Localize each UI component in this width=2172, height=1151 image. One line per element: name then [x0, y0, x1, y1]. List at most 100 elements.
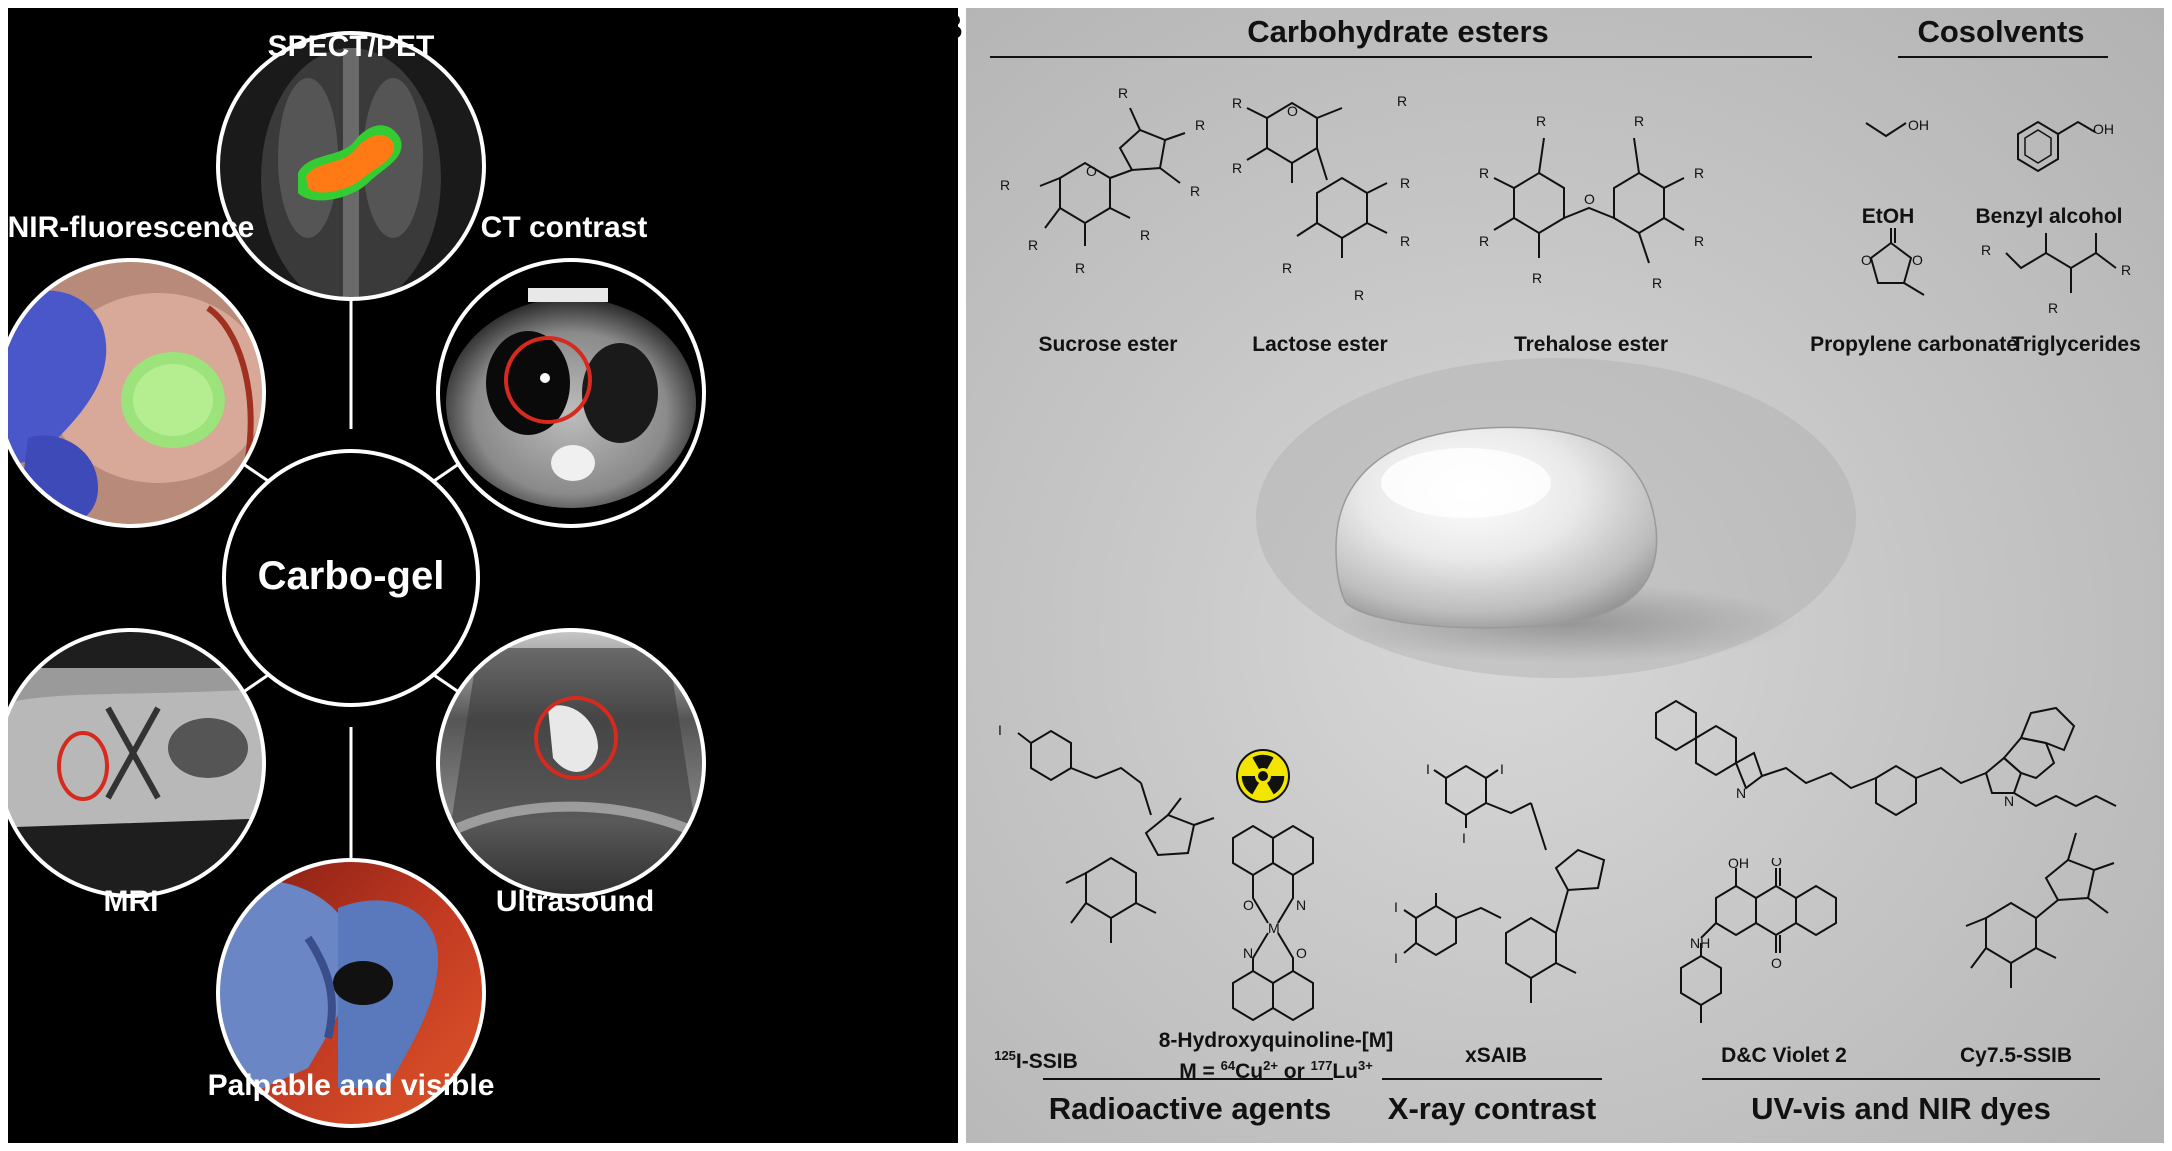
- oh-label: OH: [1908, 117, 1929, 133]
- structure-propylene-carbonate: O O: [1861, 228, 1925, 296]
- hq-name-line: 8-Hydroxyquinoline-[M]: [1158, 1029, 1394, 1052]
- i-label: I: [1394, 950, 1398, 966]
- n-label: N: [1243, 945, 1253, 961]
- ct-contrast-image: [438, 260, 704, 526]
- structure-etoh: OH: [1865, 117, 1929, 138]
- name-8-hydroxyquinoline: 8-Hydroxyquinoline-[M] M = 64Cu2+ or 177…: [1159, 1028, 1394, 1084]
- r-label: R: [1195, 117, 1205, 133]
- label-palpable-visible: Palpable and visible: [207, 1069, 495, 1102]
- mri-ring: [8, 628, 266, 898]
- r-label: R: [1118, 85, 1128, 101]
- structure-triglycerides: R R R: [1981, 233, 2131, 316]
- o-label: O: [1243, 897, 1254, 913]
- ultrasound-ring: [436, 628, 706, 898]
- o-label: O: [1771, 858, 1782, 869]
- panel-b-formulation-components: Carbohydrate esters Cosolvents Radioacti…: [966, 8, 2164, 1143]
- r-label: R: [1634, 113, 1644, 129]
- radiation-icon: [1236, 749, 1290, 803]
- r-label: R: [1397, 93, 1407, 109]
- palpable-visible-ring: [216, 858, 486, 1128]
- i-label: I: [1462, 830, 1466, 846]
- name-triglycerides: Triglycerides: [2011, 333, 2141, 356]
- r-label: R: [1282, 260, 1292, 276]
- o-label: O: [1861, 252, 1872, 268]
- isotope-mass-125: 125: [994, 1048, 1016, 1063]
- nir-fluorescence-ring: [8, 258, 266, 528]
- droplet-highlight: [1381, 448, 1551, 518]
- palpable-visible-image: [218, 860, 484, 1126]
- r-label: R: [1400, 175, 1410, 191]
- r-label: R: [1479, 165, 1489, 181]
- ssib-label: I-SSIB: [1015, 1050, 1078, 1073]
- ct-contrast-ring: [436, 258, 706, 528]
- o-label: O: [1287, 103, 1298, 119]
- lu-charge: 3+: [1357, 1058, 1373, 1073]
- panel-a-imaging-modalities: SPECT/PET NIR-fluorescence CT contrast M…: [8, 8, 958, 1143]
- title-xray-contrast: X-ray contrast: [1387, 1091, 1597, 1126]
- r-label: R: [1028, 237, 1038, 253]
- structure-lactose-ester: R R R R R R R O: [1232, 93, 1410, 303]
- rule-cosolvents: [1898, 56, 2108, 58]
- r-label: R: [1694, 165, 1704, 181]
- r-label: R: [1000, 177, 1010, 193]
- nir-fluorescence-image: [8, 260, 264, 526]
- r-label: R: [2048, 300, 2058, 316]
- r-label: R: [2121, 262, 2131, 278]
- structure-sucrose-ester: R R R R R R R O: [1000, 85, 1205, 276]
- rule-xray-contrast: [1382, 1078, 1602, 1080]
- label-ultrasound: Ultrasound: [495, 885, 655, 918]
- name-sucrose-ester: Sucrose ester: [1038, 333, 1178, 356]
- structure-dc-violet-2: OH O O NH: [1680, 858, 1837, 1023]
- r-label: R: [1981, 242, 1991, 258]
- name-trehalose-ester: Trehalose ester: [1513, 333, 1669, 356]
- rule-carbohydrate-esters: [990, 56, 1812, 58]
- n-label: N: [2004, 793, 2014, 809]
- hq-metal-line: M = 64Cu2+ or 177Lu3+: [1159, 1053, 1394, 1084]
- cu-charge: 2+: [1263, 1058, 1278, 1073]
- hq-m-eq: M =: [1179, 1060, 1221, 1083]
- r-label: R: [1140, 227, 1150, 243]
- structure-cy75-dye: N N: [1655, 699, 2117, 817]
- structure-benzyl-alcohol: OH: [2017, 120, 2114, 173]
- i-label: I: [1426, 761, 1430, 777]
- name-benzyl-alcohol: Benzyl alcohol: [1975, 205, 2123, 228]
- name-propylene-carbonate: Propylene carbonate: [1810, 333, 2018, 356]
- o-label: O: [1912, 252, 1923, 268]
- i-label: I: [1394, 899, 1398, 915]
- i-label: I: [1500, 761, 1504, 777]
- cu-mass: 64: [1220, 1058, 1236, 1073]
- name-125i-ssib: 125I-SSIB: [994, 1043, 1078, 1074]
- r-label: R: [1232, 95, 1242, 111]
- name-etoh: EtOH: [1861, 205, 1915, 228]
- name-cy75-ssib: Cy7.5-SSIB: [1959, 1044, 2073, 1067]
- spect-pet-image: [218, 33, 484, 299]
- mri-image: [8, 630, 264, 896]
- label-spect-pet: SPECT/PET: [267, 30, 435, 63]
- r-label: R: [1075, 260, 1085, 276]
- panel-a-figure: [8, 31, 706, 1128]
- r-label: R: [1694, 233, 1704, 249]
- o-label: O: [1086, 163, 1097, 179]
- name-lactose-ester: Lactose ester: [1252, 333, 1388, 356]
- lu-symbol: Lu: [1332, 1060, 1358, 1083]
- name-dc-violet-2: D&C Violet 2: [1721, 1044, 1847, 1067]
- r-label: R: [1354, 287, 1364, 303]
- title-cosolvents: Cosolvents: [1917, 14, 2085, 49]
- r-label: R: [1652, 275, 1662, 291]
- carbo-gel-hub: [222, 449, 480, 707]
- r-label: R: [1479, 233, 1489, 249]
- r-label: R: [1190, 183, 1200, 199]
- oh-label: OH: [2093, 121, 2114, 137]
- r-label: R: [1400, 233, 1410, 249]
- nh-label: NH: [1690, 935, 1710, 951]
- label-mri: MRI: [103, 885, 159, 918]
- r-label: R: [1532, 270, 1542, 286]
- title-carbohydrate-esters: Carbohydrate esters: [1247, 14, 1549, 49]
- oh-label: OH: [1728, 858, 1749, 871]
- structure-trehalose-ester: R R R R R R R R O: [1479, 113, 1704, 291]
- title-uv-vis-nir-dyes: UV-vis and NIR dyes: [1751, 1091, 2051, 1126]
- structure-cy75-ssib: [1965, 832, 2115, 988]
- ultrasound-image: [438, 630, 704, 896]
- name-xsaib: xSAIB: [1465, 1044, 1527, 1067]
- o-label: O: [1296, 945, 1307, 961]
